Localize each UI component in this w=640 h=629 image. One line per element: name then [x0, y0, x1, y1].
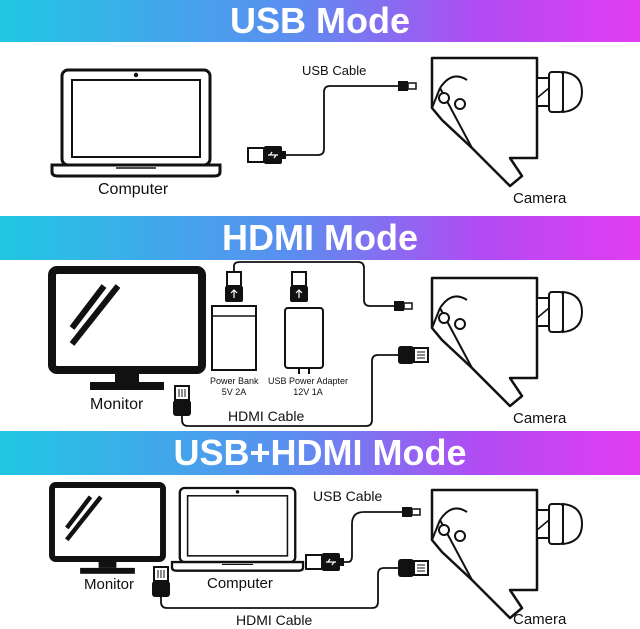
camera-icon: [430, 488, 584, 620]
camera-icon: [430, 276, 584, 408]
power-bank-label-line1: Power Bank: [210, 376, 259, 386]
computer-label: Computer: [98, 181, 169, 198]
power-adapter-label-line2: 12V 1A: [293, 387, 323, 397]
camera-label: Camera: [513, 611, 567, 628]
hdmi-cable-label: HDMI Cable: [228, 408, 305, 424]
laptop-icon: [170, 486, 305, 572]
usb-cable-line: [286, 85, 398, 156]
computer-label: Computer: [207, 575, 273, 592]
power-bank-label: Power Bank 5V 2A: [210, 376, 259, 398]
camera-label: Camera: [513, 190, 567, 207]
usb-cable-label: USB Cable: [313, 488, 383, 504]
usb-a-plug-icon: [305, 552, 345, 572]
hdmi-plug-icon: [397, 558, 429, 578]
usb-a-plug-icon: [247, 145, 287, 165]
hdmi-plug-icon: [172, 385, 192, 417]
hdmi-cable-label: HDMI Cable: [236, 612, 313, 628]
usb-a-plug-icon: [289, 271, 309, 303]
monitor-label: Monitor: [84, 576, 135, 593]
monitor-label: Monitor: [90, 396, 144, 413]
hdmi-plug-icon: [151, 566, 171, 598]
usb-mode-banner: USB Mode: [0, 0, 640, 42]
power-adapter-label: USB Power Adapter 12V 1A: [266, 376, 350, 398]
laptop-icon: [50, 68, 222, 178]
hdmi-cable-line: [160, 567, 398, 609]
monitor-icon: [52, 270, 202, 390]
power-bank-label-line2: 5V 2A: [221, 387, 247, 397]
power-adapter-label-line1: USB Power Adapter: [267, 376, 349, 386]
hdmi-cable-line: [181, 354, 398, 427]
micro-usb-plug-icon: [393, 300, 413, 312]
usb-mode-title: USB Mode: [230, 0, 410, 41]
hdmi-plug-icon: [397, 345, 429, 365]
hdmi-mode-banner: HDMI Mode: [0, 216, 640, 260]
monitor-icon: [52, 485, 163, 574]
camera-label: Camera: [513, 410, 567, 427]
usb-hdmi-mode-banner: USB+HDMI Mode: [0, 431, 640, 475]
camera-icon: [430, 56, 584, 188]
usb-hdmi-mode-title: USB+HDMI Mode: [173, 432, 467, 473]
usb-cable-label: USB Cable: [302, 63, 367, 78]
micro-usb-plug-icon: [397, 80, 417, 92]
micro-usb-plug-icon: [401, 506, 421, 518]
hdmi-mode-title: HDMI Mode: [222, 217, 418, 258]
power-cable-line: [233, 261, 394, 307]
power-adapter-icon: [284, 307, 324, 369]
usb-a-plug-icon: [224, 271, 244, 303]
usb-cable-line: [344, 511, 402, 563]
